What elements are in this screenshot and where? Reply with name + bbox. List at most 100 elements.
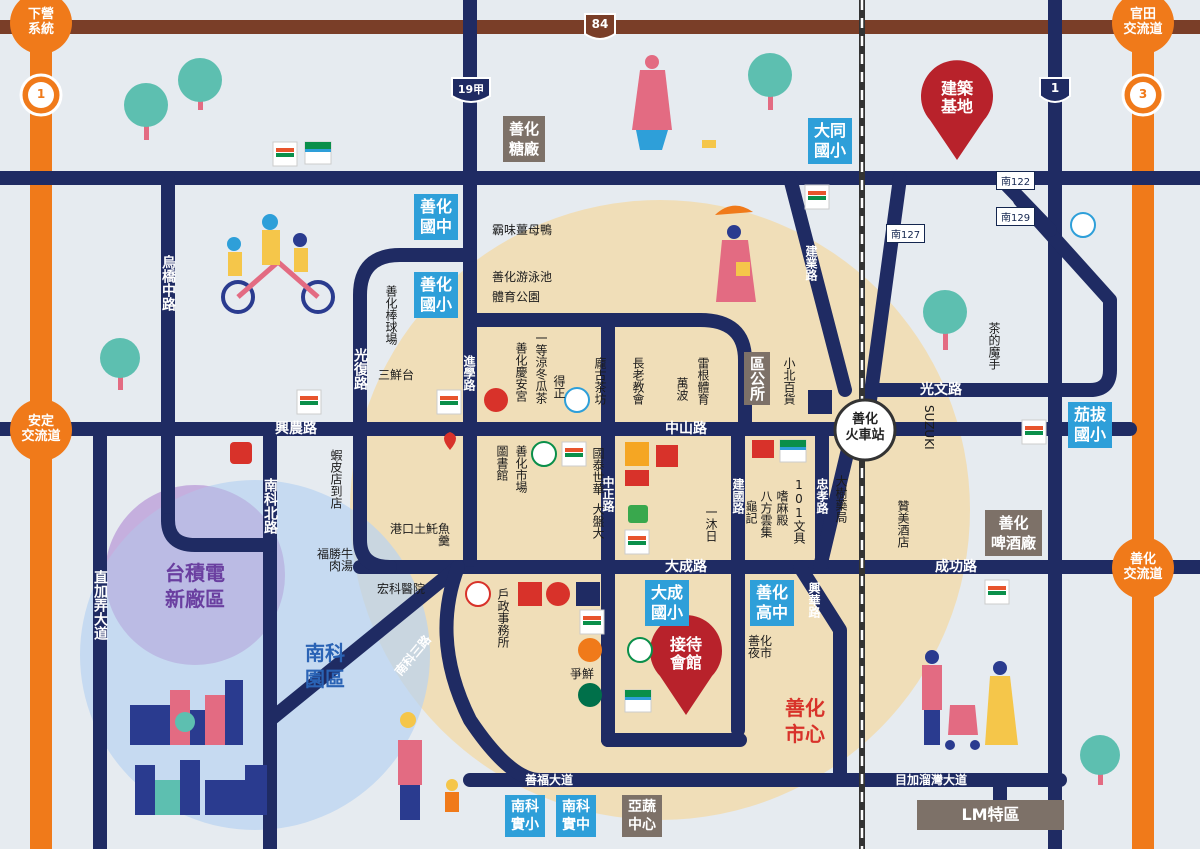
- building-site-pin-icon: [920, 60, 994, 160]
- poi-yimuri: 一沐日: [704, 506, 718, 542]
- poi-bafang-dumplings: 八方雲集: [759, 490, 773, 538]
- highway-84-number: 84: [591, 17, 609, 31]
- road-dacheng-label: 大成路: [665, 559, 707, 575]
- road-xinghua-label: 興華路: [807, 582, 821, 618]
- freeway-3-line: [1132, 0, 1154, 849]
- lm-district-label: LM特區: [917, 800, 1064, 830]
- avrdc-label: 亞蔬 中心: [622, 795, 662, 837]
- sushi-express-icon: [578, 638, 602, 662]
- poi-sanxiantai: 三鮮台: [378, 368, 415, 382]
- hi-life-icon: [444, 432, 456, 450]
- family-bicycle-illustration: [221, 214, 335, 314]
- provincial-19a-number: 19甲: [457, 83, 485, 96]
- xiaying-interchange-label: 下營 系統: [10, 0, 72, 54]
- freeway-3-shield-icon: [1121, 73, 1165, 117]
- town-center-label: 善化 市心: [785, 696, 825, 746]
- poi-zanmei-hotel: 贊美酒店: [896, 500, 910, 548]
- tree-icon: [124, 83, 168, 140]
- train-station-label: 善化 火車站: [845, 412, 885, 443]
- poi-stationery-101: 101文具: [792, 478, 806, 544]
- poi-shopee-pickup: 蝦皮店到店: [329, 449, 343, 509]
- poi-shanhua-market: 善化市場: [514, 445, 528, 493]
- route-nan129-label: 南129: [996, 207, 1036, 226]
- tsmc-zone-label: 台積電 新廠區: [165, 561, 225, 611]
- post-office-icon: [627, 637, 653, 663]
- nanke-elementary-label: 南科 實小: [505, 795, 545, 837]
- provincial-1-shield-icon: [1039, 77, 1071, 103]
- road-muliawan-label: 目加溜灣大道: [895, 773, 968, 787]
- ok-mart-icon: [230, 442, 252, 464]
- poi-cathay-bank: 國泰世華: [591, 447, 605, 495]
- poi-reagan-sports: 雷根體育: [696, 357, 710, 405]
- family-stroller-illustration: [922, 650, 1018, 750]
- starbucks-icon: [578, 683, 602, 707]
- tree-icon: [923, 290, 967, 350]
- poi-library: 圖書館: [495, 445, 509, 481]
- seven-eleven-icon: [296, 389, 322, 415]
- road-nankebei-label: 南科北路: [262, 478, 278, 534]
- road-suzuki-label: SUZUKI: [922, 405, 936, 450]
- provincial-1-number: 1: [1050, 81, 1060, 95]
- road-guangwen-label: 光文路: [920, 382, 962, 398]
- post-office-icon: [531, 441, 557, 467]
- skyline-illustration: [130, 680, 267, 815]
- road-zhongshan-label: 中山路: [665, 421, 707, 437]
- trees: [100, 53, 1120, 785]
- dacheng-elementary-label: 大成 國小: [645, 580, 690, 626]
- building-site-label: 建築 基地: [940, 79, 973, 117]
- seven-eleven-icon: [436, 389, 462, 415]
- poi-pharmacy: 大樹藥局: [834, 475, 848, 523]
- road-wuqiaozhong-label: 烏橋中路: [160, 255, 176, 311]
- poi-beef-soup: 福勝牛肉湯: [316, 547, 353, 573]
- shanhua-elementary-label: 善化 國小: [414, 272, 459, 318]
- brewery-label: 善化 啤酒廠: [985, 510, 1043, 556]
- poi-xiamadian: 嗜麻殿: [775, 490, 789, 526]
- familymart-icon: [779, 439, 807, 463]
- poi-presbyterian-church: 長老教會: [631, 357, 645, 405]
- woman-with-dog-illustration: [632, 55, 716, 150]
- route-nan122-label: 南122: [996, 171, 1036, 190]
- store-icon: [656, 445, 678, 467]
- mcdonalds-icon: [518, 582, 542, 606]
- road-zhongxiao-label: 忠孝路: [815, 478, 829, 514]
- shanhua-high-label: 善化 高中: [750, 580, 795, 626]
- road-guangfu: [353, 248, 477, 574]
- road-guangwen: [863, 193, 1117, 397]
- poi-tea-magic-hand: 茶的魔手: [987, 322, 1001, 370]
- poi-household-office: 戶政事務所: [496, 588, 510, 648]
- bank-icon: [564, 387, 590, 413]
- hospital-icon: [465, 581, 491, 607]
- road-jianguo-label: 建國路: [731, 478, 745, 514]
- poi-hongke-hospital: 宏科醫院: [377, 582, 426, 596]
- familymart-icon: [304, 141, 332, 165]
- poi-sports-park: 體育公園: [492, 290, 541, 304]
- highway-84-shield-icon: [584, 13, 616, 40]
- reception-center-pin-icon: [650, 615, 723, 715]
- road-zhijianong-label: 直加弄大道: [92, 570, 108, 640]
- poi-tea-shop: 龐古茶坊: [593, 357, 607, 405]
- woman-with-umbrella-illustration: [715, 205, 756, 302]
- tsmc-zone-overlay: [105, 485, 285, 665]
- tree-icon: [100, 338, 140, 390]
- poi-fish-soup: 港口土魠魚羹: [390, 522, 451, 548]
- bank-icon: [808, 390, 832, 414]
- poi-qingan-temple: 善化慶安宮: [514, 342, 528, 402]
- freeway-1-number: 1: [36, 87, 46, 101]
- tree-icon: [178, 58, 222, 110]
- center-glow: [350, 200, 970, 820]
- road-shanfu-label: 善福大道: [525, 773, 574, 787]
- poya-icon: [625, 470, 649, 486]
- tree-icon: [748, 53, 792, 110]
- poi-dapancai: 大盤大: [591, 503, 605, 539]
- poi-baseball-field: 善化棒球場: [384, 285, 398, 345]
- road-guangfu-label: 光復路: [352, 348, 368, 390]
- store-85-icon: [752, 440, 774, 458]
- poi-poya-department-store: 小北百貨: [782, 357, 796, 405]
- poi-winter-melon-tea: 一等涼冬瓜茶: [534, 332, 548, 404]
- seven-eleven-icon: [561, 441, 587, 467]
- tree-icon: [1080, 735, 1120, 785]
- watsons-icon: [628, 505, 648, 523]
